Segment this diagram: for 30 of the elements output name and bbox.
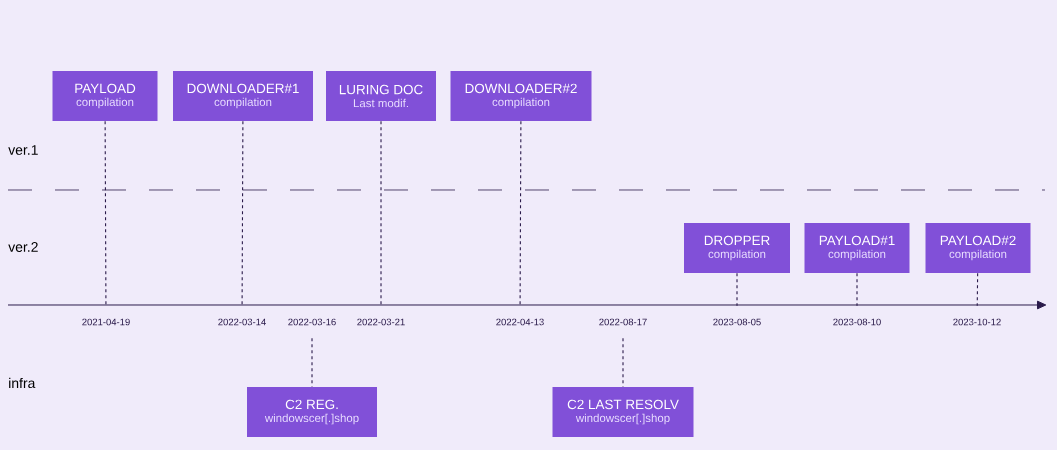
date-label: 2023-08-05 — [713, 318, 761, 326]
event-box: PAYLOAD#2 compilation — [925, 223, 1031, 273]
date-label: 2022-03-14 — [218, 318, 266, 326]
event-box: C2 LAST RESOLV windowscer[.]shop — [552, 387, 694, 437]
date-label: 2021-04-19 — [82, 318, 130, 326]
date-label: 2022-03-16 — [288, 318, 336, 326]
date-label: 2022-04-13 — [496, 318, 544, 326]
lane-label: infra — [9, 377, 36, 389]
lane-label: ver.2 — [8, 242, 38, 252]
date-label: 2022-08-17 — [599, 318, 647, 326]
event-box: DROPPER compilation — [684, 223, 790, 273]
date-label: 2023-08-10 — [833, 318, 881, 326]
event-box: PAYLOAD compilation — [52, 71, 158, 121]
leader-line — [241, 120, 244, 307]
leader-line — [976, 272, 979, 307]
date-label: 2022-03-21 — [357, 318, 405, 326]
leader-line — [311, 337, 313, 388]
date-label: 2023-10-12 — [953, 318, 1001, 326]
event-box: LURING DOC Last modif. — [326, 71, 436, 121]
leader-line — [736, 272, 738, 307]
leader-line — [380, 120, 382, 307]
leader-line — [622, 337, 624, 388]
event-box: C2 REG. windowscer[.]shop — [247, 387, 377, 437]
leader-line — [519, 120, 522, 307]
leader-line — [104, 120, 107, 307]
lane-label: ver.1 — [8, 145, 38, 155]
event-box: DOWNLOADER#1 compilation — [173, 71, 313, 121]
event-box: DOWNLOADER#2 compilation — [450, 71, 592, 121]
leader-line — [856, 272, 858, 307]
event-box: PAYLOAD#1 compilation — [804, 223, 910, 273]
